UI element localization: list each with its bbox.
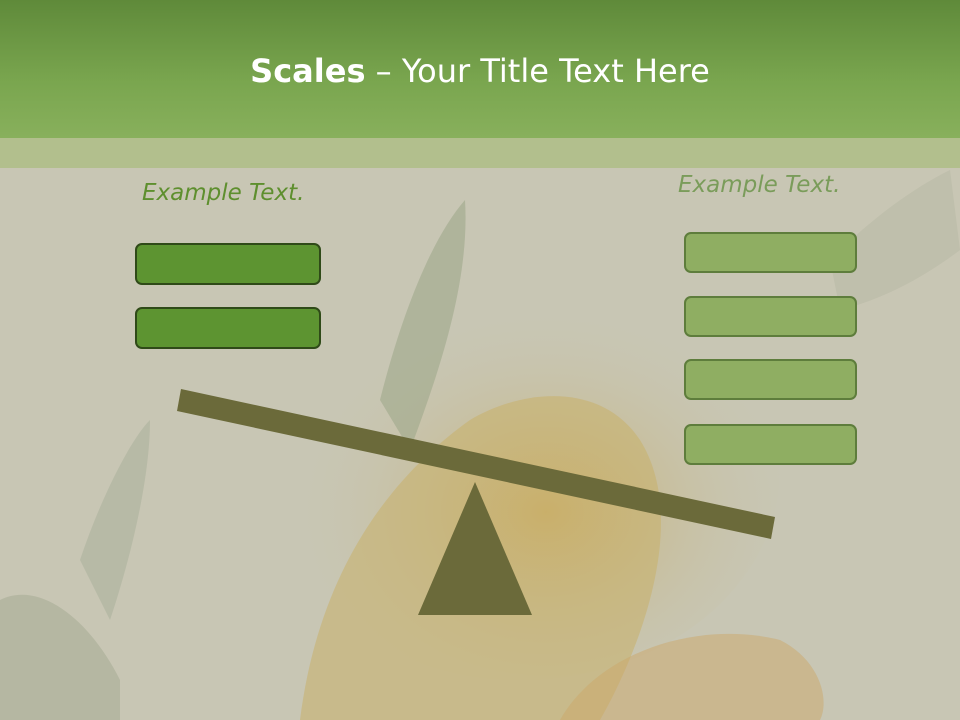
title-bold: Scales	[250, 52, 366, 90]
title-band	[0, 138, 960, 168]
scale-beam	[177, 389, 775, 539]
left-example-text: Example Text.	[142, 180, 305, 206]
title-rest: – Your Title Text Here	[365, 52, 710, 90]
right-box-1	[684, 232, 857, 273]
title-bar	[0, 0, 960, 138]
left-box-2	[135, 307, 321, 349]
left-box-1	[135, 243, 321, 285]
right-example-text: Example Text.	[678, 172, 841, 198]
slide-title: Scales – Your Title Text Here	[0, 52, 960, 90]
right-box-3	[684, 359, 857, 400]
right-box-4	[684, 424, 857, 465]
right-box-2	[684, 296, 857, 337]
scale-fulcrum	[418, 482, 532, 615]
